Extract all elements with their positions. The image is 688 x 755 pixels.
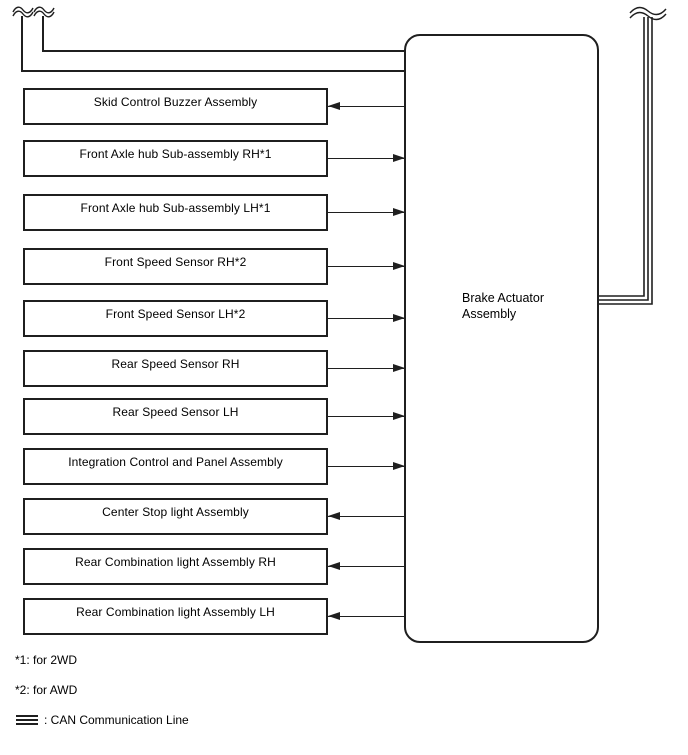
- arrow-right-icon: [328, 398, 405, 435]
- component-label: Front Axle hub Sub-assembly LH*1: [80, 201, 271, 215]
- component-label: Center Stop light Assembly: [102, 505, 249, 519]
- component-box: Front Axle hub Sub-assembly RH*1: [23, 140, 328, 177]
- arrow-right-icon: [328, 194, 405, 231]
- component-row: Integration Control and Panel Assembly: [0, 448, 688, 485]
- component-row: Rear Combination light Assembly LH: [0, 598, 688, 635]
- component-row: Rear Combination light Assembly RH: [0, 548, 688, 585]
- arrow-left-icon: [328, 548, 405, 585]
- component-box: Center Stop light Assembly: [23, 498, 328, 535]
- component-box: Integration Control and Panel Assembly: [23, 448, 328, 485]
- footnote-2wd: *1: for 2WD: [15, 653, 78, 667]
- legend-label: : CAN Communication Line: [44, 713, 189, 727]
- component-row: Rear Speed Sensor LH: [0, 398, 688, 435]
- component-label: Front Speed Sensor LH*2: [105, 307, 246, 321]
- component-label: Rear Combination light Assembly RH: [75, 555, 276, 569]
- component-box: Front Speed Sensor LH*2: [23, 300, 328, 337]
- component-label: Rear Speed Sensor LH: [112, 405, 239, 419]
- arrow-left-icon: [328, 598, 405, 635]
- can-line-icon: [16, 715, 38, 725]
- arrow-right-icon: [328, 140, 405, 177]
- can-line-left-b: [33, 6, 404, 52]
- component-box: Skid Control Buzzer Assembly: [23, 88, 328, 125]
- component-box: Rear Combination light Assembly RH: [23, 548, 328, 585]
- arrow-left-icon: [328, 498, 405, 535]
- component-label: Integration Control and Panel Assembly: [68, 455, 283, 469]
- component-row: Front Axle hub Sub-assembly RH*1: [0, 140, 688, 177]
- component-box: Front Speed Sensor RH*2: [23, 248, 328, 285]
- component-row: Front Speed Sensor RH*2: [0, 248, 688, 285]
- can-line-left-a: [12, 6, 404, 72]
- arrow-right-icon: [328, 248, 405, 285]
- component-box: Rear Speed Sensor RH: [23, 350, 328, 387]
- component-box: Rear Combination light Assembly LH: [23, 598, 328, 635]
- component-label: Rear Combination light Assembly LH: [76, 605, 275, 619]
- arrow-left-icon: [328, 88, 405, 125]
- component-row: Front Speed Sensor LH*2: [0, 300, 688, 337]
- footnote-awd: *2: for AWD: [15, 683, 78, 697]
- component-row: Rear Speed Sensor RH: [0, 350, 688, 387]
- component-label: Front Speed Sensor RH*2: [104, 255, 247, 269]
- component-row: Skid Control Buzzer Assembly: [0, 88, 688, 125]
- component-row: Center Stop light Assembly: [0, 498, 688, 535]
- brake-actuator-assembly-box: Brake Actuator Assembly: [404, 34, 599, 643]
- arrow-right-icon: [328, 350, 405, 387]
- arrow-right-icon: [328, 300, 405, 337]
- component-label: Front Axle hub Sub-assembly RH*1: [79, 147, 272, 161]
- component-label: Skid Control Buzzer Assembly: [93, 95, 258, 109]
- brake-actuator-assembly-label: Brake Actuator Assembly: [462, 291, 544, 321]
- component-box: Front Axle hub Sub-assembly LH*1: [23, 194, 328, 231]
- legend-can-line: : CAN Communication Line: [16, 713, 189, 727]
- component-row: Front Axle hub Sub-assembly LH*1: [0, 194, 688, 231]
- arrow-right-icon: [328, 448, 405, 485]
- component-box: Rear Speed Sensor LH: [23, 398, 328, 435]
- component-label: Rear Speed Sensor RH: [111, 357, 240, 371]
